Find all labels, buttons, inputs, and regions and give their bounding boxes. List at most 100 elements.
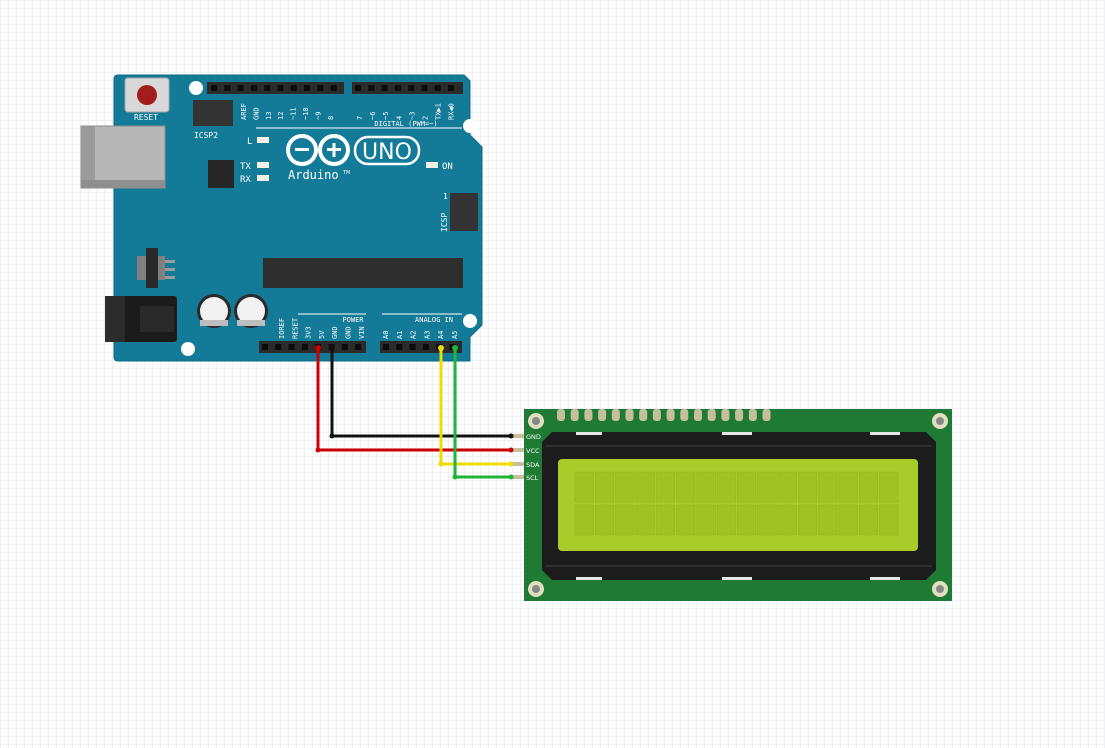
lcd-char-cell	[797, 471, 818, 503]
lcd-char-cell	[655, 504, 676, 536]
lcd-char-cell	[838, 471, 858, 503]
digital-pin-label: 7	[356, 116, 364, 120]
led-on	[426, 162, 438, 168]
led-on-label: ON	[442, 162, 453, 172]
digital-pin-label: GND	[252, 107, 260, 120]
lcd-char-cell	[615, 504, 635, 536]
icsp-pin1-label: 1	[443, 192, 448, 201]
analog-pin-label: A2	[410, 331, 418, 339]
header-pin	[394, 85, 401, 91]
lcd-pad	[570, 409, 579, 421]
digital-pin-label: ~10	[302, 107, 310, 120]
lcd-pin-label: GND	[526, 433, 541, 441]
analog-pin-label: A5	[451, 331, 459, 339]
lcd-pad	[611, 409, 620, 421]
lcd-pad	[652, 409, 661, 421]
lcd-pad	[680, 409, 689, 421]
logo-infinity-right	[318, 134, 350, 166]
lcd-pin-label: SCL	[526, 474, 539, 482]
header-pin	[224, 85, 231, 91]
header-pin	[277, 85, 284, 91]
usb-chip	[208, 160, 234, 188]
header-pin	[301, 344, 308, 350]
digital-pin-label: 12	[277, 112, 285, 120]
header-pin	[290, 85, 297, 91]
icsp-header	[450, 193, 478, 231]
lcd-char-cell	[737, 471, 757, 503]
power-pin-label: GND	[331, 326, 339, 339]
header-pin	[264, 85, 271, 91]
header-pin	[408, 85, 415, 91]
analog-pin-label: A3	[423, 331, 431, 339]
lcd-pad	[735, 409, 744, 421]
led-tx-label: TX	[240, 162, 251, 172]
power-pin-label: GND	[345, 326, 353, 339]
digital-pin-label: ~9	[314, 112, 322, 120]
lcd-char-cell	[716, 471, 736, 503]
lcd-pad	[707, 409, 716, 421]
logo-infinity-left	[286, 134, 318, 166]
arduino-uno-board: RESET ICSP2	[80, 74, 483, 362]
capacitor	[234, 294, 268, 328]
logo-model: UNO	[362, 140, 412, 165]
digital-pin-label: ~11	[290, 107, 298, 120]
header-pin	[355, 344, 362, 350]
lcd-char-cell	[574, 471, 594, 503]
voltage-regulator	[137, 248, 175, 288]
lcd-pad	[625, 409, 634, 421]
mounting-hole	[463, 119, 477, 133]
lcd-pad	[639, 409, 648, 421]
power-title: POWER	[342, 316, 364, 324]
lcd-char-cell	[696, 471, 716, 503]
analog-title: ANALOG IN	[415, 316, 453, 324]
power-pin-label: IOREF	[278, 318, 286, 339]
lcd-char-cell	[777, 471, 797, 503]
led-rx	[257, 175, 269, 181]
mounting-hole	[463, 314, 477, 328]
lcd-char-cell	[757, 471, 777, 503]
digital-pin-label: RX◀0	[448, 103, 456, 120]
lcd-pin-label: VCC	[526, 447, 540, 455]
header-pin	[421, 85, 428, 91]
lcd-char-cell	[858, 504, 879, 536]
logo-brand: Arduino	[288, 168, 339, 182]
lcd-pad	[721, 409, 730, 421]
lcd-char-cell	[655, 471, 676, 503]
lcd-pad	[762, 409, 771, 421]
header-pin	[341, 344, 348, 350]
power-pin-label: VIN	[358, 326, 366, 339]
digital-title: DIGITAL (PWM=~)	[374, 120, 437, 128]
digital-pin-label: TX▶1	[435, 103, 443, 120]
lcd-char-cell	[757, 504, 777, 536]
lcd-char-cell	[574, 504, 594, 536]
lcd-char-cell	[676, 471, 696, 503]
digital-pin-label: ~6	[369, 112, 377, 120]
lcd-char-cell	[615, 471, 635, 503]
lcd-char-cell	[818, 471, 838, 503]
led-tx	[257, 162, 269, 168]
led-rx-label: RX	[240, 175, 251, 185]
wire-sda	[439, 348, 511, 466]
digital-pin-label: AREF	[240, 103, 248, 120]
header-pin	[211, 85, 217, 91]
analog-pin-label: A1	[396, 331, 404, 339]
header-pin	[304, 85, 311, 91]
mounting-hole	[181, 342, 195, 356]
lcd-char-cell	[818, 504, 838, 536]
capacitor	[197, 294, 231, 328]
header-pin	[317, 85, 324, 91]
header-pin	[409, 344, 416, 350]
reset-button	[124, 77, 170, 113]
lcd-char-cell	[737, 504, 757, 536]
digital-pin-label: ~5	[382, 112, 390, 120]
header-pin	[383, 344, 389, 350]
lcd-char-cell	[797, 504, 818, 536]
arduino-logo: UNO Arduino TM	[286, 134, 421, 182]
header-pin	[330, 85, 337, 91]
lcd-char-cell	[716, 504, 736, 536]
lcd-char-cell	[635, 504, 655, 536]
lcd-pad	[584, 409, 593, 421]
header-pin	[396, 344, 403, 350]
board-pcb	[113, 74, 483, 362]
wire-scl	[453, 348, 511, 479]
